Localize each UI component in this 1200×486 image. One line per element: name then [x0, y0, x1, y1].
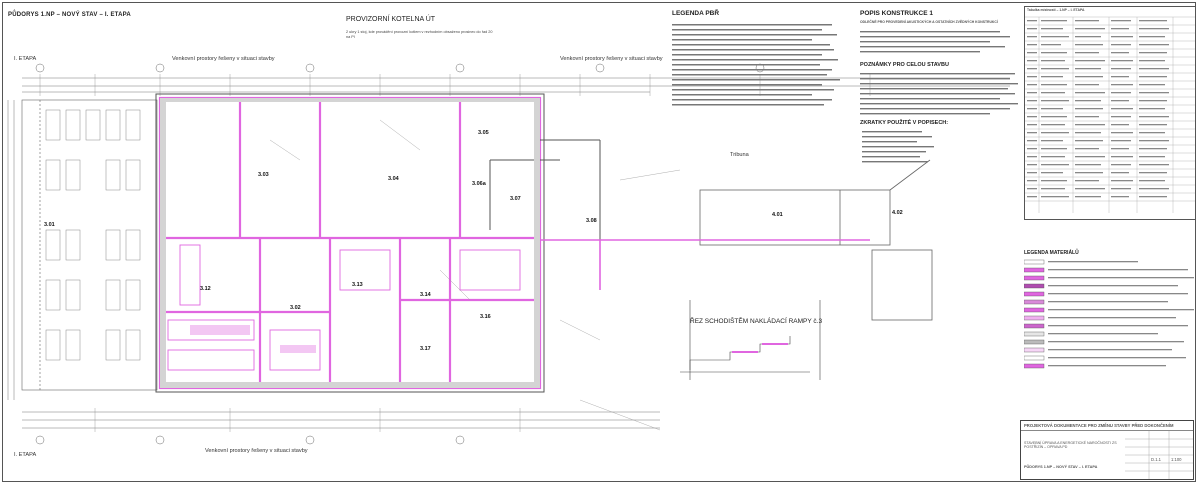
poznamky-title: POZNÁMKY PRO CELOU STAVBU — [860, 62, 949, 68]
room-label-312: 3.12 — [200, 286, 211, 292]
rampa-accents — [732, 343, 788, 353]
kitchen-highlight — [190, 325, 316, 353]
new-walls — [158, 96, 542, 390]
legend-pbr-text — [672, 24, 840, 106]
room-label-302: 3.02 — [290, 305, 301, 311]
room-table: Tabulka místností – 1.NP – I. ETAPA — [1024, 6, 1196, 220]
room-table-grid — [1025, 16, 1195, 213]
dimension-lines — [7, 77, 1010, 429]
outdoor-note-bottom: Venkovní prostory řešeny v situaci stavb… — [205, 448, 308, 454]
floor-plan — [7, 63, 1010, 445]
room-label-304: 3.04 — [388, 176, 399, 182]
materials-legend-title: LEGENDA MATERIÁLŮ — [1024, 250, 1079, 256]
existing-walls — [155, 93, 840, 393]
rampa-section — [680, 300, 821, 380]
rampa-title: ŘEZ SCHODIŠTĚM NAKLÁDACÍ RAMPY č.3 — [690, 318, 823, 325]
kitchen-equipment — [167, 244, 521, 371]
popis-title: POPIS KONSTRUKCE 1 — [860, 10, 933, 17]
dimension-ticks — [39, 74, 871, 432]
kotelna-title: PROVIZORNÍ KOTELNA ÚT — [346, 16, 436, 23]
room-label-317: 3.17 — [420, 346, 431, 352]
room-label-305: 3.05 — [478, 130, 489, 136]
structure-hatches — [160, 98, 540, 388]
popis-subtitle: ODLEČNÉ PRO PROVEDENÍ AKUSTICKÝCH A OSTA… — [860, 20, 998, 24]
corridor-new-walls — [540, 239, 870, 290]
zkratky-title: ZKRATKY POUŽITÉ V POPISECH: — [860, 120, 949, 126]
leader-lines — [269, 119, 681, 431]
left-hall — [21, 99, 158, 391]
room-label-307: 3.07 — [510, 196, 521, 202]
tribune-label: Tribuna — [730, 152, 749, 158]
grid-markers — [35, 63, 765, 445]
outdoor-note-mid: Venkovní prostory řešeny v situaci stavb… — [560, 56, 663, 62]
room-label-402: 4.02 — [892, 210, 903, 216]
room-label-301: 3.01 — [44, 222, 55, 228]
stamp-scale: 1:100 — [1171, 457, 1182, 462]
room-label-308: 3.08 — [586, 218, 597, 224]
room-label-401: 4.01 — [772, 212, 783, 218]
drawing-title: PŮDORYS 1.NP – NOVÝ STAV – I. ETAPA — [8, 12, 131, 18]
room-label-303: 3.03 — [258, 172, 269, 178]
stamp-number: D.1.1 — [1151, 457, 1162, 462]
hall-furniture — [45, 109, 141, 361]
etapa-label-top: I. ETAPA — [14, 56, 37, 62]
poznamky-text — [860, 73, 1018, 115]
stamp-header: PROJEKTOVÁ DOKUMENTACE PRO ZMĚNU STAVBY … — [1021, 421, 1193, 431]
room-label-313: 3.13 — [352, 282, 363, 288]
etapa-label-bottom: I. ETAPA — [14, 452, 37, 458]
materials-legend — [1024, 259, 1194, 369]
stamp-project: STAVEBNÍ ÚPRAVA A ENERGETICKÉ NAROČNOSTI… — [1024, 441, 1117, 449]
title-block: PROJEKTOVÁ DOKUMENTACE PRO ZMĚNU STAVBY … — [1020, 420, 1194, 480]
stamp-grid — [1125, 431, 1193, 479]
zkratky-list — [862, 131, 934, 163]
legend-pbr-title: LEGENDA PBŘ — [672, 10, 720, 17]
room-table-title: Tabulka místností – 1.NP – I. ETAPA — [1027, 8, 1085, 12]
popis-text — [860, 31, 1010, 53]
outdoor-note-left: Venkovní prostory řešeny v situaci stavb… — [172, 56, 275, 62]
corridor-4 — [699, 159, 933, 321]
room-label-316: 3.16 — [480, 314, 491, 320]
kotelna-note: 2 ukry 1 stoj, kde provádění provozní ko… — [346, 30, 493, 39]
room-label-314: 3.14 — [420, 292, 431, 298]
room-label-306: 3.06a — [472, 181, 486, 187]
stamp-drawing: PŮDORYS 1.NP – NOVÝ STAV – I. ETAPA — [1024, 465, 1098, 469]
